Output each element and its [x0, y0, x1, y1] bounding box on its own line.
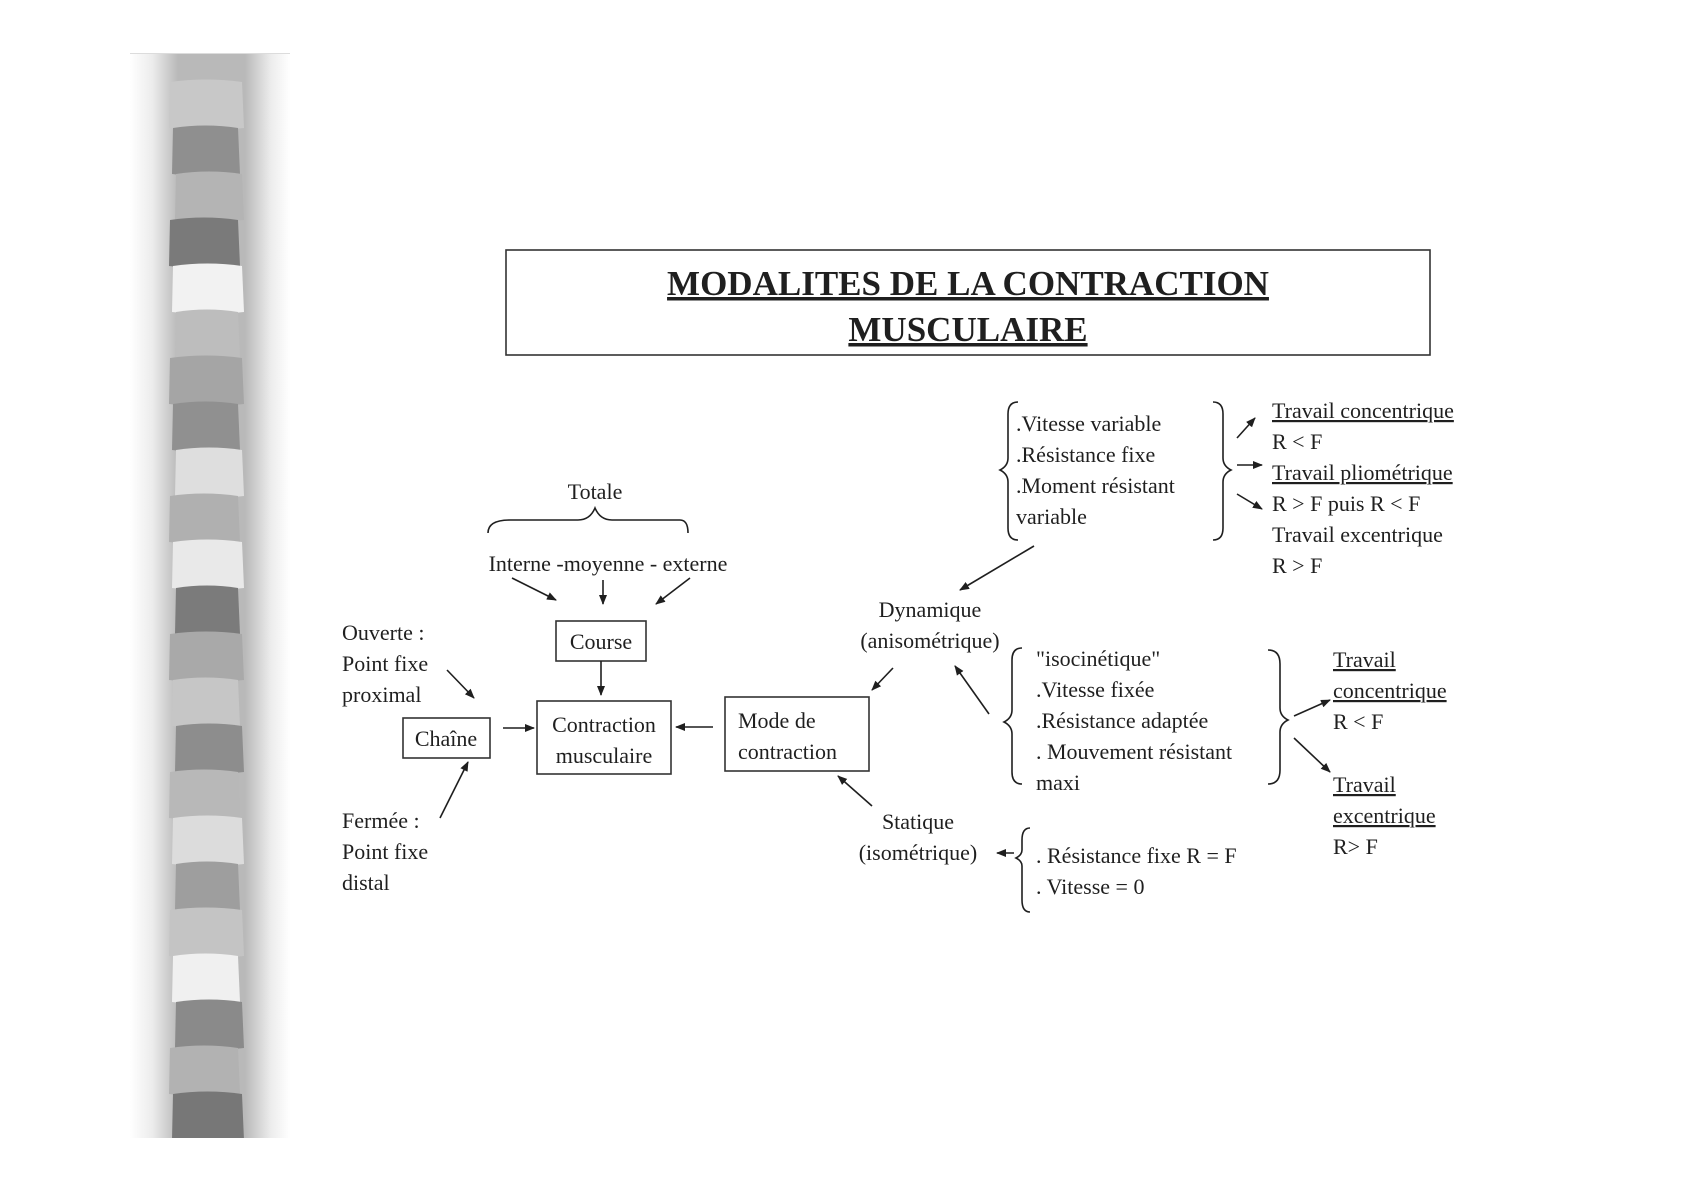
stripe-band: [175, 585, 240, 636]
decorative-stripe-bar: [130, 54, 290, 1142]
arrow-to-excentrique: [1236, 493, 1263, 510]
isotonic-line-1: .Vitesse variable: [1016, 411, 1161, 436]
chaine-fermee-line-1: Fermée :: [342, 808, 420, 833]
dynamique-line-1: Dynamique: [879, 597, 982, 622]
isokinetic-conc-line-2: concentrique: [1333, 678, 1447, 703]
isotonic-line-4: variable: [1016, 504, 1087, 529]
stripe-band: [175, 171, 244, 222]
isokinetic-exc-line-2: excentrique: [1333, 803, 1436, 828]
stripe-band: [169, 79, 244, 130]
chaine-box: [402, 717, 491, 759]
contraction-line-1: Contraction: [552, 712, 656, 737]
isokinetic-left-brace: [1002, 647, 1023, 785]
stripe-band: [169, 1045, 240, 1096]
isokinetic-line-3: .Résistance adaptée: [1036, 708, 1208, 733]
isotonic-result-2: R < F: [1272, 429, 1322, 454]
stripe-band: [169, 217, 240, 268]
chaine-fermee-line-3: distal: [342, 870, 390, 895]
mode-line-1: Mode de: [738, 708, 816, 733]
contraction-line-2: musculaire: [556, 743, 653, 768]
stripe-band: [172, 677, 240, 728]
isotonic-result-6: R > F: [1272, 553, 1322, 578]
stripe-band: [172, 1091, 244, 1142]
arrow-to-iso-excentrique: [1293, 737, 1331, 773]
isotonic-line-2: .Résistance fixe: [1016, 442, 1155, 467]
stripe-band: [172, 263, 244, 314]
isokinetic-line-2: .Vitesse fixée: [1036, 677, 1154, 702]
chaine-ouverte-line-1: Ouverte :: [342, 620, 424, 645]
isokinetic-exc-line-1: Travail: [1333, 772, 1396, 797]
chaine-fermee-line-2: Point fixe: [342, 839, 428, 864]
static-details-brace: [1014, 827, 1031, 913]
course-label: Course: [570, 629, 632, 654]
totale-brace: [487, 505, 689, 534]
arrow-dynamique-to-mode: [871, 667, 894, 691]
arrow-interne-to-course: [511, 577, 557, 601]
isotonic-line-3: .Moment résistant: [1016, 473, 1175, 498]
isotonic-left-brace: [998, 401, 1019, 541]
course-totale-label: Totale: [568, 479, 623, 504]
stripe-band: [169, 907, 244, 958]
isotonic-result-3: Travail pliométrique: [1272, 460, 1453, 485]
isokinetic-conc-line-3: R < F: [1333, 709, 1383, 734]
stripe-band: [172, 953, 240, 1004]
isokinetic-line-5: maxi: [1036, 770, 1080, 795]
stripe-top-line: [130, 53, 290, 54]
stripe-band: [169, 493, 240, 544]
arrow-fermee-to-chaine: [439, 761, 469, 819]
isokinetic-right-brace: [1267, 649, 1290, 785]
stripe-band: [175, 999, 244, 1050]
mode-line-2: contraction: [738, 739, 837, 764]
title-line-1: MODALITES DE LA CONTRACTION: [667, 264, 1269, 303]
course-types-label: Interne -moyenne - externe: [489, 551, 728, 576]
chaine-label: Chaîne: [415, 726, 477, 751]
chaine-ouverte-line-2: Point fixe: [342, 651, 428, 676]
stripe-pattern: [169, 79, 244, 1142]
dynamique-line-2: (anisométrique): [860, 628, 999, 653]
chaine-ouverte-line-3: proximal: [342, 682, 421, 707]
arrow-externe-to-course: [655, 577, 691, 605]
isokinetic-conc-line-1: Travail: [1333, 647, 1396, 672]
stripe-band: [172, 125, 240, 176]
isokinetic-line-1: "isocinétique": [1036, 646, 1160, 671]
stripe-band: [172, 401, 240, 452]
isotonic-result-5: Travail excentrique: [1272, 522, 1443, 547]
stripe-band: [175, 861, 240, 912]
arrow-isokinetic-to-dynamique: [954, 665, 990, 715]
static-details-line-1: . Résistance fixe R = F: [1036, 843, 1237, 868]
arrow-isotonic-to-dynamique: [959, 545, 1035, 591]
isotonic-right-brace: [1212, 401, 1233, 541]
isokinetic-line-4: . Mouvement résistant: [1036, 739, 1232, 764]
isokinetic-exc-line-3: R> F: [1333, 834, 1378, 859]
title-box: [505, 249, 1431, 356]
title-line-2: MUSCULAIRE: [848, 310, 1087, 349]
contraction-box: [536, 700, 672, 775]
isotonic-result-1: Travail concentrique: [1272, 398, 1454, 423]
stripe-band: [169, 769, 240, 820]
arrow-statique-to-mode: [837, 775, 873, 807]
stripe-band: [169, 355, 244, 406]
arrow-ouverte-to-chaine: [446, 669, 475, 699]
stripe-band: [172, 815, 244, 866]
isotonic-result-4: R > F puis R < F: [1272, 491, 1420, 516]
stripe-band: [175, 309, 240, 360]
arrow-to-iso-concentrique: [1293, 699, 1331, 717]
statique-line-2: (isométrique): [859, 840, 978, 865]
stripe-band: [175, 447, 244, 498]
stripe-band: [172, 539, 244, 590]
stripe-band: [175, 723, 244, 774]
arrow-to-concentrique: [1236, 417, 1256, 439]
static-details-line-2: . Vitesse = 0: [1036, 874, 1144, 899]
mode-box: [724, 696, 870, 772]
statique-line-1: Statique: [882, 809, 954, 834]
stripe-band: [169, 631, 244, 682]
